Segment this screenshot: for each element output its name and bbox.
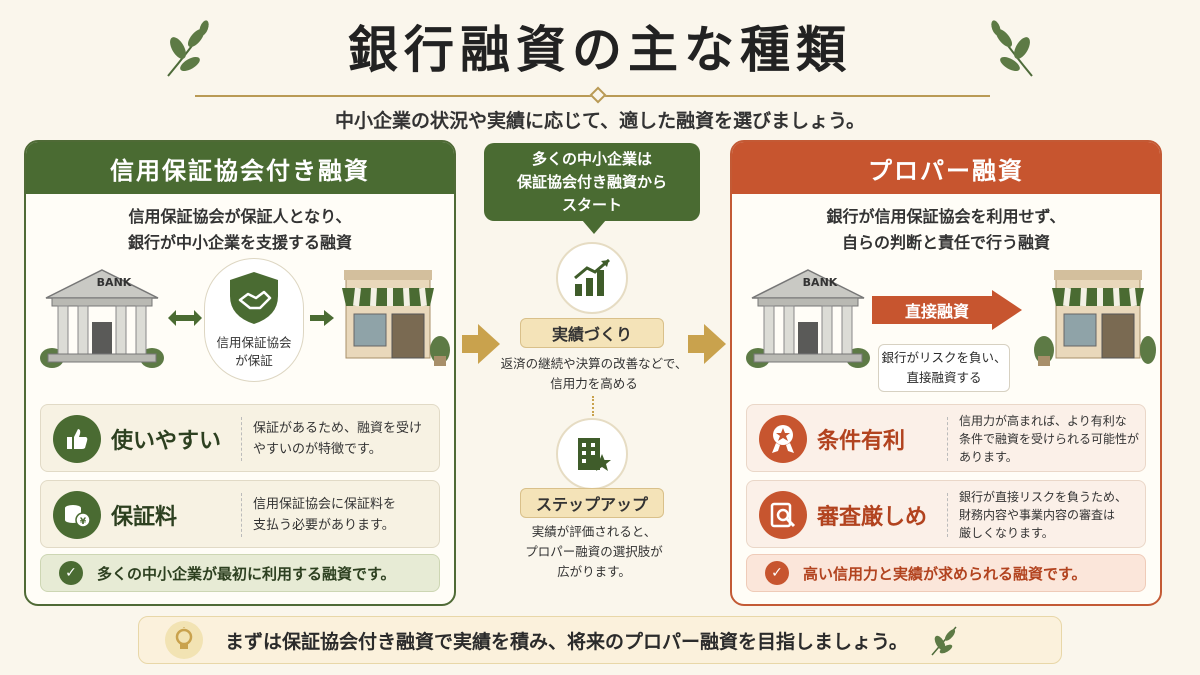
feature-card-easy: 使いやすい 保証があるため、融資を受けやすいのが特徴です。 [40,404,440,472]
feature-text-line: 信用力が高まれば、より有利な [959,414,1127,428]
panel-description: 銀行が信用保証協会を利用せず、 自らの判断と責任で行う融資 [732,204,1160,256]
feature-text-line: 厳しくなります。 [959,526,1054,540]
feature-title: 使いやすい [111,429,222,454]
leaf-decoration-icon [167,20,209,77]
arrow-right-icon [462,324,500,364]
building-star-icon [556,418,628,490]
panel-description: 信用保証協会が保証人となり、 銀行が中小企業を支援する融資 [26,204,454,256]
callout-pointer [582,220,606,234]
feature-text: 銀行が直接リスクを負うため、財務内容や事業内容の審査は厳しくなります。 [959,481,1145,549]
description-line: 銀行が信用保証協会を利用せず、 [826,207,1066,226]
panel-note-text: 高い信用力と実績が求められる融資です。 [803,564,1087,583]
feature-text: 信用力が高まれば、より有利な条件で融資を受けられる可能性があります。 [959,405,1145,473]
feature-text-line: 銀行が直接リスクを負うため、 [959,490,1128,504]
direct-loan-label: 直接融資 [904,302,969,321]
guarantee-label-line: 信用保証協会 [216,335,292,350]
bank-label: BANK [802,276,838,289]
arrow-right-icon [688,324,726,364]
feature-text-line: 保証があるため、融資を受け [253,421,423,436]
guarantee-label: 信用保証協会 が保証 [206,334,302,370]
page-subtitle: 中小企業の状況や実績に応じて、適した融資を選びましょう。 [335,110,865,132]
description-line: 銀行が中小企業を支援する融資 [127,233,352,252]
footer-text: まずは保証協会付き融資で実績を積み、将来のプロパー融資を目指しましょう。 [225,630,908,653]
callout-line: 多くの中小企業は [531,149,652,168]
dotted-connector [592,396,596,416]
description-line: 信用保証協会が保証人となり、 [128,207,352,226]
step-label: ステップアップ [520,488,664,518]
leaf-decoration-icon [931,626,957,656]
bank-icon [746,269,870,368]
risk-note-line: 銀行がリスクを負い、 [881,350,1007,365]
feature-separator [947,417,948,461]
award-medal-icon [759,415,807,463]
feature-text-line: 財務内容や事業内容の審査は [959,508,1116,522]
step-text: 実績が評価されると、 プロパー融資の選択肢が 広がります。 [490,522,698,582]
lightbulb-icon [165,621,203,659]
handshake-shield-icon [230,272,278,324]
description-line: 自らの判断と責任で行う融資 [841,233,1050,252]
panel-note: ✓ 多くの中小企業が最初に利用する融資です。 [40,554,440,592]
step-text-line: 広がります。 [557,564,631,579]
feature-separator [947,493,948,537]
panel-note: ✓ 高い信用力と実績が求められる融資です。 [746,554,1146,592]
guarantee-loan-panel: 信用保証協会付き融資 信用保証協会が保証人となり、 銀行が中小企業を支援する融資… [24,140,456,606]
feature-card-favorable: 条件有利 信用力が高まれば、より有利な条件で融資を受けられる可能性があります。 [746,404,1146,472]
callout-line: スタート [561,195,622,214]
proper-loan-panel: プロパー融資 銀行が信用保証協会を利用せず、 自らの判断と責任で行う融資 BAN… [730,140,1162,606]
double-arrow-icon [168,310,202,326]
panel-title: プロパー融資 [732,142,1160,194]
feature-text: 信用保証協会に保証料を支払う必要があります。 [253,481,439,549]
start-callout: 多くの中小企業は 保証協会付き融資から スタート [484,143,700,221]
check-icon: ✓ [59,561,83,585]
feature-card-fee: ¥ 保証料 信用保証協会に保証料を支払う必要があります。 [40,480,440,548]
step-text-line: 返済の継続や決算の改善などで、 [500,356,688,371]
shop-icon [342,270,450,366]
feature-card-strict: 審査厳しめ 銀行が直接リスクを負うため、財務内容や事業内容の審査は厳しくなります… [746,480,1146,548]
step-text-line: 実績が評価されると、 [531,524,657,539]
check-icon: ✓ [765,561,789,585]
feature-title: 条件有利 [817,429,906,454]
feature-text-line: 信用保証協会に保証料を [253,497,397,512]
risk-note: 銀行がリスクを負い、直接融資する [878,344,1010,392]
feature-title: 審査厳しめ [817,505,928,530]
shop-icon [1034,270,1156,366]
footer-tip: まずは保証協会付き融資で実績を積み、将来のプロパー融資を目指しましょう。 [138,616,1062,664]
step-text-line: プロパー融資の選択肢が [525,544,663,559]
bank-label: BANK [96,276,132,289]
thumbs-up-icon [53,415,101,463]
document-search-icon [759,491,807,539]
arrow-right-icon [310,310,334,326]
panel-title: 信用保証協会付き融資 [26,142,454,194]
feature-separator [241,417,242,461]
feature-text-line: 支払う必要があります。 [253,518,395,533]
feature-separator [241,493,242,537]
step-text-line: 信用力を高める [550,376,638,391]
feature-text-line: 条件で融資を受けられる可能性が [959,432,1140,446]
feature-title: 保証料 [111,505,178,530]
svg-text:¥: ¥ [80,517,87,527]
step-text: 返済の継続や決算の改善などで、 信用力を高める [490,354,698,394]
callout-line: 保証協会付き融資から [516,172,667,191]
divider-diamond-icon [589,86,607,104]
page-title: 銀行融資の主な種類 [348,21,852,79]
step-label: 実績づくり [520,318,664,348]
yen-coins-icon: ¥ [53,491,101,539]
panel-note-text: 多くの中小企業が最初に利用する融資です。 [97,564,396,583]
feature-text: 保証があるため、融資を受けやすいのが特徴です。 [253,405,439,473]
feature-text-line: やすいのが特徴です。 [253,442,382,457]
growth-chart-icon [556,242,628,314]
direct-loan-arrow-icon [872,290,1022,330]
guarantee-label-line: が保証 [235,353,273,368]
risk-note-line: 直接融資する [906,370,982,385]
leaf-decoration-icon [991,20,1033,77]
bank-icon [40,269,164,368]
feature-text-line: あります。 [959,450,1018,464]
